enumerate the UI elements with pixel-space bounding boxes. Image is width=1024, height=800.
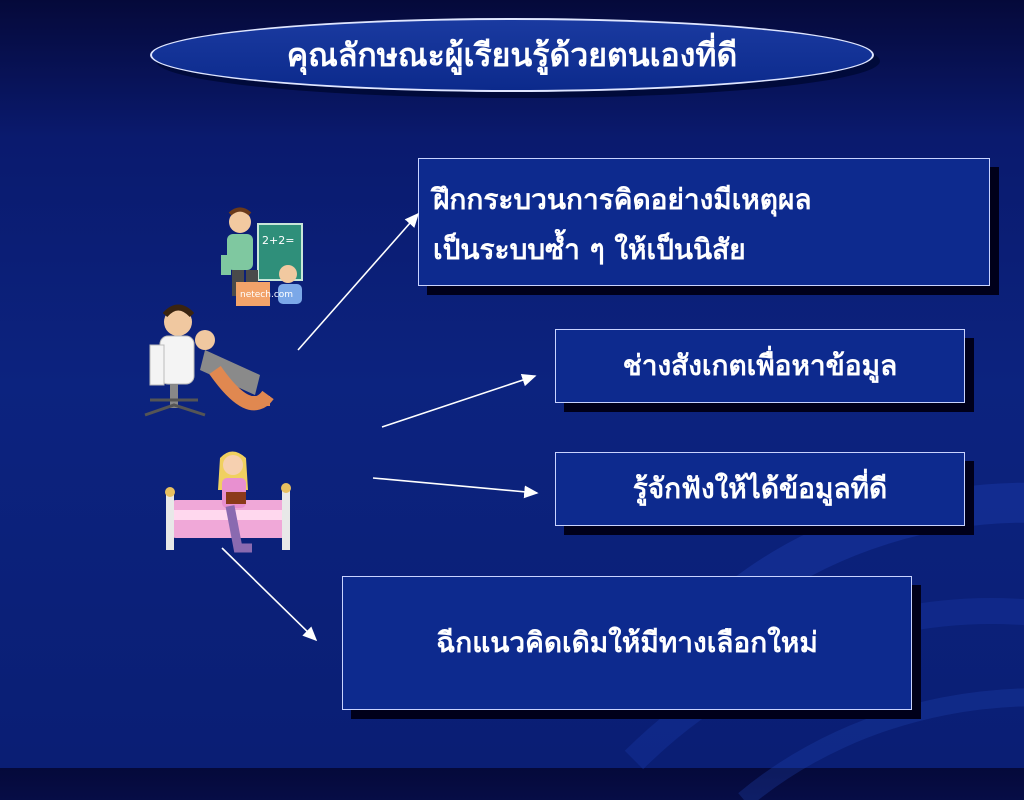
box-observation-text: ช่างสังเกตเพื่อหาข้อมูล <box>622 349 898 382</box>
box-reasoning-line-1: ฝึกกระบวนการคิดอย่างมีเหตุผล <box>433 183 812 216</box>
box-listening: รู้จักฟังให้ได้ข้อมูลที่ดี <box>555 452 965 526</box>
watermark-text: netech.com <box>240 290 293 300</box>
slide-title: คุณลักษณะผู้เรียนรู้ด้วยตนเองที่ดี <box>286 35 738 74</box>
arrow-to-observation <box>381 373 537 428</box>
box-new-ideas-text: ฉีกแนวคิดเดิมให้มีทางเลือกใหม่ <box>436 626 818 659</box>
box-listening-text: รู้จักฟังให้ได้ข้อมูลที่ดี <box>632 472 888 505</box>
title-banner: คุณลักษณะผู้เรียนรู้ด้วยตนเองที่ดี <box>150 18 874 92</box>
diagram-overlay: 2+2= netech.com <box>144 207 539 642</box>
arrow-to-listening <box>372 477 539 499</box>
arrow-to-new-ideas <box>221 547 318 642</box>
arrow-to-reasoning <box>297 212 420 351</box>
box-new-ideas: ฉีกแนวคิดเดิมให้มีทางเลือกใหม่ <box>342 576 912 710</box>
box-reasoning: ฝึกกระบวนการคิดอย่างมีเหตุผล เป็นระบบซ้ำ… <box>418 158 990 286</box>
dentist-clipart-icon <box>144 304 274 417</box>
girl-reading-clipart-icon <box>165 451 291 553</box>
teacher-clipart-icon: 2+2= netech.com <box>221 207 303 306</box>
board-text: 2+2= <box>262 234 294 247</box>
box-observation: ช่างสังเกตเพื่อหาข้อมูล <box>555 329 965 403</box>
box-reasoning-line-2: เป็นระบบซ้ำ ๆ ให้เป็นนิสัย <box>433 233 746 266</box>
